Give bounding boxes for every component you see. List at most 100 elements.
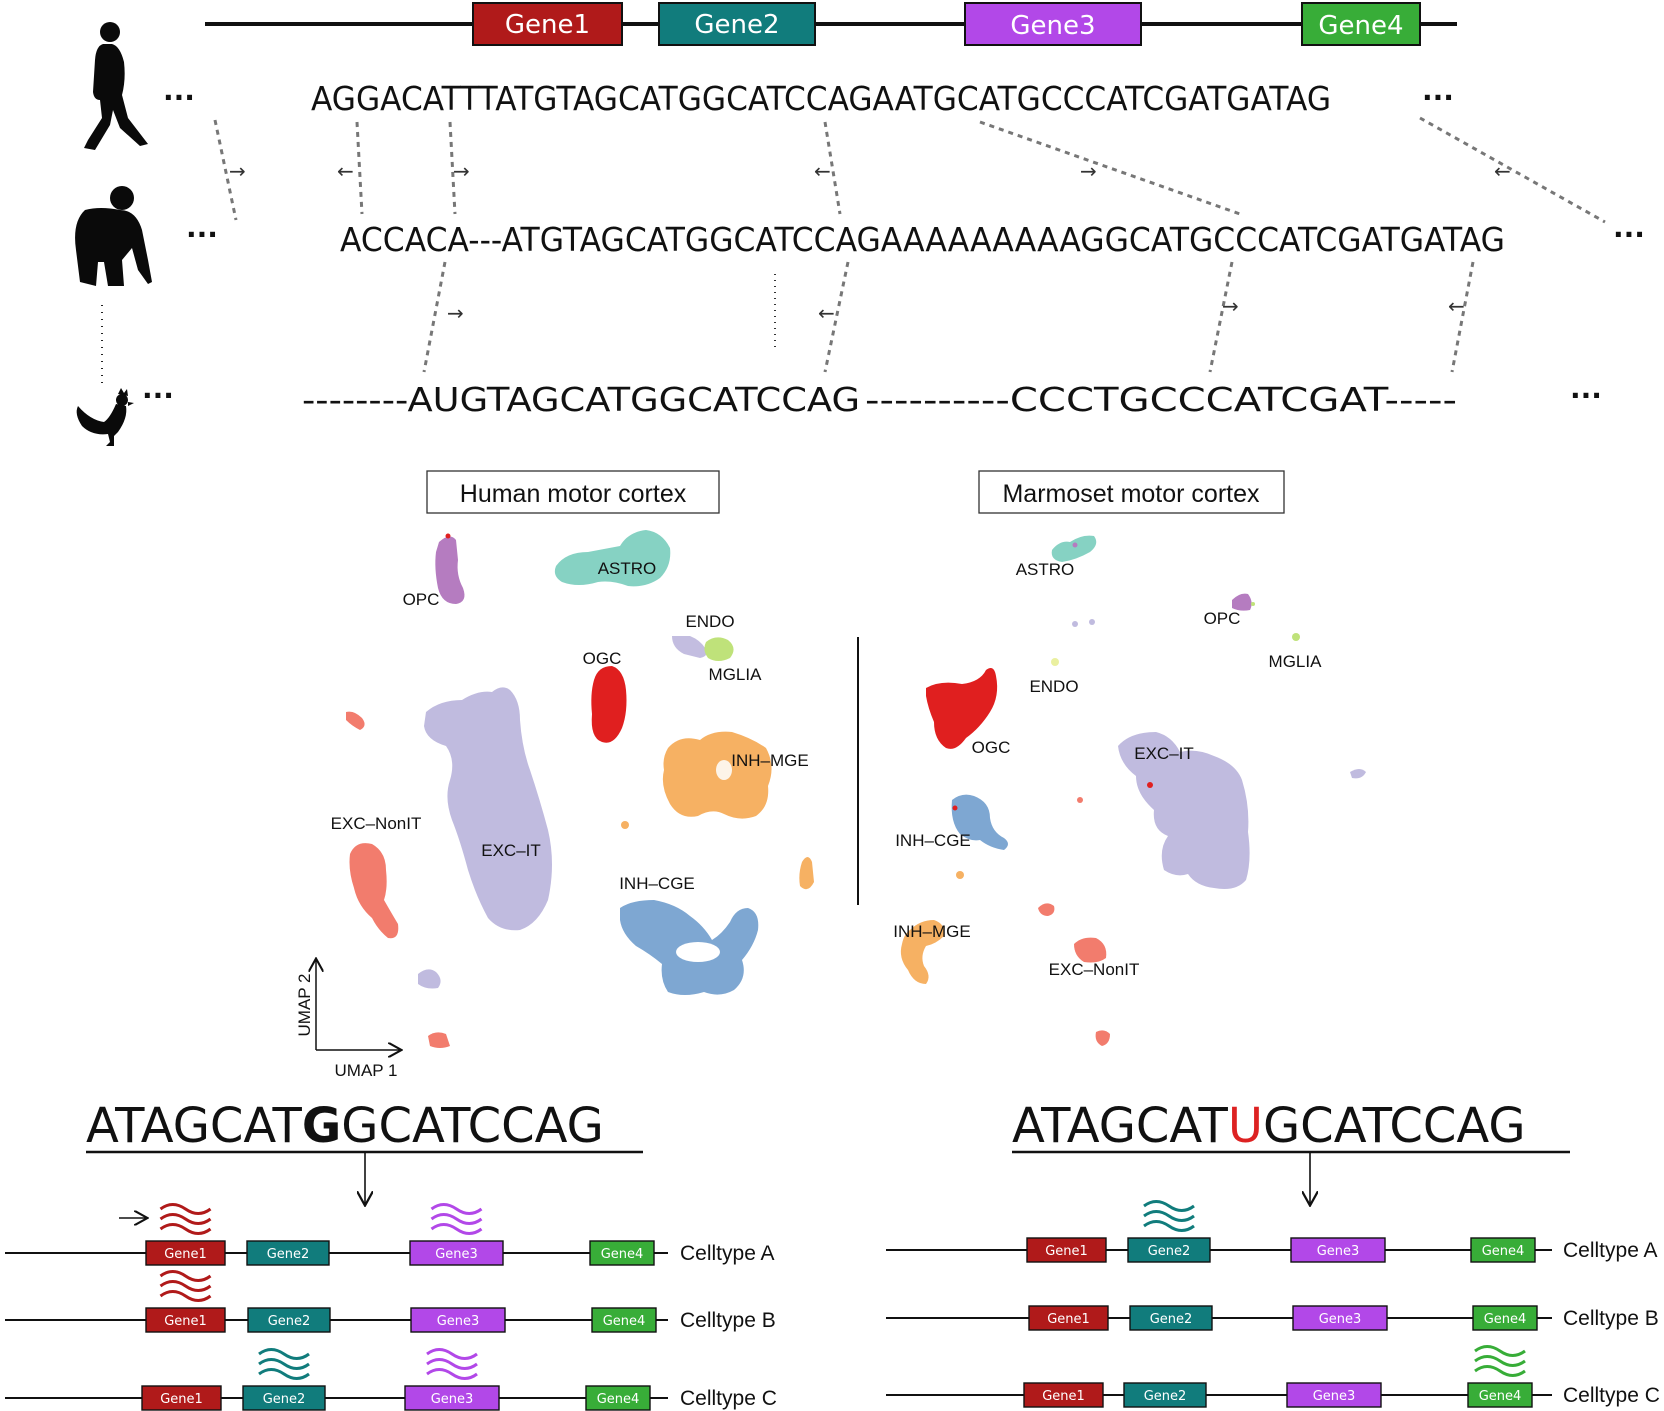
arrow-left-icon: ← (337, 159, 354, 183)
marmoset-exc-it-satellite (1350, 769, 1366, 779)
marmoset-astro-opc-cell (1072, 542, 1078, 548)
human-silhouette-icon (84, 22, 148, 150)
track-gene-label: Gene1 (164, 1247, 207, 1262)
celltype-label: Celltype C (680, 1387, 777, 1410)
human-exc-nonit-satellite2 (428, 1032, 450, 1048)
track-gene4-box: Gene4 (585, 1385, 651, 1411)
transcript-wave-icon (1474, 1345, 1526, 1377)
human-cluster-ogc (591, 666, 627, 743)
human-ellipsis-left: ... (163, 74, 195, 107)
human-panel-title-box (426, 470, 720, 514)
top-gene3-label: Gene3 (1010, 11, 1095, 41)
transcript-wave-icon (258, 1348, 310, 1380)
marmoset-cluster-inh-cge (951, 794, 1008, 850)
top-gene4-box: Gene4 (1301, 2, 1421, 46)
marmoset-label-inh-cge: INH–CGE (895, 831, 971, 850)
human-umap-panel: Human motor cortex OPC ASTRO ENDO MGLIA … (295, 470, 814, 1080)
marmoset-label-inh-mge: INH–MGE (893, 922, 970, 941)
track-gene-label: Gene2 (1150, 1312, 1193, 1327)
track-gene-label: Gene3 (437, 1314, 480, 1329)
right-regulatory-sequence: ATAGCATUGCATCCAG (1012, 1098, 1526, 1154)
marmoset-opc-mglia-cell (1251, 602, 1255, 606)
track-gene2-box: Gene2 (1127, 1237, 1211, 1263)
track-gene-label: Gene3 (431, 1392, 474, 1407)
track-gene-label: Gene4 (597, 1392, 640, 1407)
chicken-sequence-segment-a: --------AUGTAGCATGGCATCCAG (302, 380, 860, 419)
arrow-left-icon: ← (1448, 294, 1465, 318)
marmoset-inh-mge-dot (956, 871, 964, 879)
marmoset-small-dot (1072, 621, 1078, 627)
marmoset-cluster-mglia (1292, 633, 1300, 641)
marmoset-small-dot (1089, 619, 1095, 625)
track-gene-label: Gene1 (160, 1392, 203, 1407)
marmoset-inh-cge-red-cell (952, 805, 958, 811)
track-gene2-box: Gene2 (1123, 1382, 1207, 1408)
human-cluster-exc-nonit (349, 843, 399, 939)
human-cluster-opc (435, 536, 465, 604)
human-label-endo: ENDO (685, 612, 734, 631)
chimpanzee-silhouette-icon (75, 186, 152, 286)
track-gene3-box: Gene3 (1290, 1237, 1386, 1263)
transcript-wave-icon (426, 1348, 478, 1380)
marmoset-label-exc-nonit: EXC–NonIT (1049, 960, 1140, 979)
track-gene-label: Gene4 (603, 1314, 646, 1329)
chimp-ellipsis-left: ... (186, 211, 218, 244)
track-gene2-box: Gene2 (246, 1240, 330, 1266)
arrow-left-icon: ← (814, 159, 831, 183)
track-gene3-box: Gene3 (1292, 1305, 1388, 1331)
track-gene2-box: Gene2 (247, 1307, 331, 1333)
track-gene-label: Gene1 (1042, 1389, 1085, 1404)
human-inh-mge-satellite2 (799, 857, 814, 890)
track-gene1-box: Gene1 (1023, 1382, 1104, 1408)
human-sequence: AGGACATTTATGTAGCATGGCATCCAGAATGCATGCCCAT… (311, 79, 1331, 118)
human-label-inh-cge: INH–CGE (619, 874, 695, 893)
human-label-exc-it: EXC–IT (481, 841, 541, 860)
human-cluster-astro (554, 530, 671, 587)
human-exc-it-satellite (418, 969, 441, 989)
track-gene3-box: Gene3 (404, 1385, 500, 1411)
celltype-label: Celltype B (680, 1309, 776, 1332)
track-gene-label: Gene4 (1482, 1244, 1525, 1259)
alignment-direction-arrows: → ← → ← → ← → ← → ← (229, 159, 1511, 325)
track-gene-label: Gene2 (1148, 1244, 1191, 1259)
track-gene-label: Gene3 (1319, 1312, 1362, 1327)
track-gene1-box: Gene1 (1028, 1305, 1109, 1331)
marmoset-label-ogc: OGC (972, 738, 1011, 757)
track-gene-label: Gene1 (164, 1314, 207, 1329)
arrow-left-icon: ← (1494, 159, 1511, 183)
marmoset-small-dot (1077, 797, 1083, 803)
track-gene-label: Gene1 (1045, 1244, 1088, 1259)
top-gene1-box: Gene1 (472, 2, 623, 46)
human-panel-title: Human motor cortex (460, 480, 687, 508)
track-gene1-box: Gene1 (145, 1240, 226, 1266)
track-gene-label: Gene2 (1144, 1389, 1187, 1404)
left-celltype-track: Gene1 Gene2 Gene3 Gene4 Celltype B (5, 1270, 776, 1333)
transcript-wave-icon (159, 1270, 212, 1302)
celltype-label: Celltype A (1563, 1239, 1658, 1262)
human-label-astro: ASTRO (598, 559, 657, 578)
marmoset-label-astro: ASTRO (1016, 560, 1075, 579)
track-gene4-box: Gene4 (1467, 1382, 1533, 1408)
celltype-label: Celltype B (1563, 1307, 1659, 1330)
track-gene4-box: Gene4 (1470, 1237, 1536, 1263)
track-gene-label: Gene3 (435, 1247, 478, 1262)
top-gene2-box: Gene2 (658, 2, 816, 46)
human-label-inh-mge: INH–MGE (731, 751, 808, 770)
top-gene1-label: Gene1 (505, 10, 590, 40)
track-gene1-box: Gene1 (1026, 1237, 1107, 1263)
arrow-left-icon: ← (818, 301, 835, 325)
transcript-wave-icon (430, 1203, 483, 1235)
marmoset-cluster-exc-it (1118, 732, 1250, 889)
marmoset-cluster-opc (1232, 593, 1252, 611)
marmoset-small-nonit (1038, 903, 1055, 916)
human-opc-red-cell (445, 533, 451, 539)
rooster-silhouette-icon (76, 388, 134, 446)
track-gene-label: Gene1 (1047, 1312, 1090, 1327)
chicken-ellipsis-right: ... (1570, 372, 1602, 405)
track-gene4-box: Gene4 (591, 1307, 657, 1333)
transcript-wave-icon (159, 1203, 212, 1235)
